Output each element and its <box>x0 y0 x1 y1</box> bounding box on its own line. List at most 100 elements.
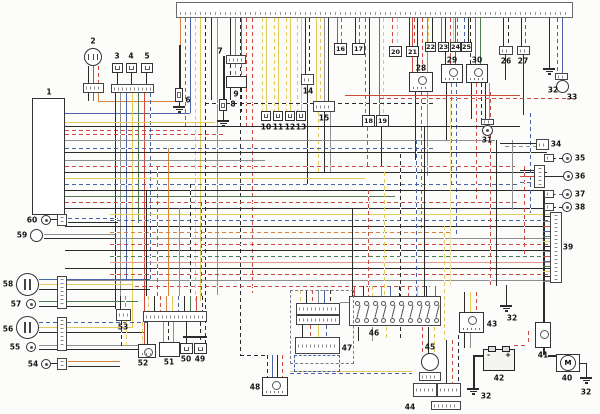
component-number-label: 46 <box>368 328 380 338</box>
wire <box>445 18 446 64</box>
component-19-number: 19 <box>377 117 388 125</box>
wire <box>340 302 349 303</box>
switch-contact <box>97 54 98 60</box>
component-44b <box>437 383 461 397</box>
component-number-label: 48 <box>249 382 261 392</box>
wire <box>172 296 173 311</box>
component-31 <box>482 125 493 136</box>
wire <box>578 363 586 364</box>
wire <box>173 322 174 343</box>
switch-blade <box>418 305 423 318</box>
wire <box>365 18 366 115</box>
switch-pin <box>434 318 440 323</box>
wire <box>146 190 147 296</box>
wire <box>543 251 551 252</box>
wire <box>381 286 382 296</box>
switch-pin <box>390 318 396 323</box>
wire <box>266 18 267 111</box>
component-55 <box>26 342 36 352</box>
wire <box>262 18 263 111</box>
relay-coil <box>473 68 483 77</box>
wire <box>202 296 203 311</box>
wire <box>184 296 185 311</box>
wire <box>300 290 301 303</box>
wire <box>500 143 536 144</box>
wire <box>282 355 283 377</box>
wire <box>146 73 147 84</box>
wire <box>409 18 410 46</box>
component-22: 22 <box>425 42 436 52</box>
switch-pin <box>390 301 396 306</box>
wire <box>290 18 291 111</box>
switch-pin <box>399 318 404 323</box>
component-18: 18 <box>362 115 375 127</box>
wire <box>147 322 148 346</box>
component-49 <box>194 343 207 354</box>
relay-coil <box>468 316 477 325</box>
wire <box>543 256 551 257</box>
component-number-label: 57 <box>10 299 22 309</box>
wire <box>369 18 370 115</box>
wire <box>185 18 186 130</box>
wire <box>51 363 57 364</box>
pin-ticks <box>146 315 204 318</box>
component-27 <box>517 46 530 55</box>
wire <box>481 83 482 119</box>
wire <box>39 279 150 280</box>
contact-glyph <box>288 114 292 118</box>
switch-pin <box>363 318 369 323</box>
filament <box>565 192 569 196</box>
filament <box>565 156 569 160</box>
component-45-connector <box>419 372 441 381</box>
component-20: 20 <box>389 46 402 57</box>
component-number-label: 2 <box>90 36 96 46</box>
wire <box>39 306 115 307</box>
wire <box>457 18 458 42</box>
component-39 <box>550 212 562 283</box>
wire <box>416 140 417 296</box>
wire <box>168 322 169 343</box>
wire <box>117 73 118 84</box>
ground-bar <box>173 106 185 108</box>
wire <box>286 18 287 111</box>
component-number-label: 53 <box>117 322 129 332</box>
wire <box>179 102 180 107</box>
wire <box>65 238 551 239</box>
wire <box>200 322 201 343</box>
wire <box>400 327 401 341</box>
wire <box>352 208 353 296</box>
ground-bar <box>469 390 477 392</box>
wire <box>470 292 471 313</box>
component-60 <box>41 215 51 225</box>
wire <box>381 127 382 166</box>
wire <box>305 18 306 74</box>
wire <box>368 190 369 296</box>
wire <box>110 274 551 275</box>
component-15 <box>313 101 335 112</box>
wire <box>186 322 187 343</box>
component-12 <box>285 111 295 121</box>
switch-pin <box>372 301 378 306</box>
wire <box>179 208 180 296</box>
wire <box>384 172 385 296</box>
wire <box>397 18 398 46</box>
component-31-connector <box>481 119 494 125</box>
pin-ticks <box>538 168 541 185</box>
wire <box>150 93 151 280</box>
switch-pin <box>372 318 378 323</box>
wire <box>318 290 319 303</box>
switch-blade <box>400 305 405 318</box>
component-number-label: 52 <box>137 358 149 368</box>
wire <box>324 18 325 101</box>
wire <box>444 226 445 340</box>
relay-coil <box>539 330 549 340</box>
wire <box>345 95 520 96</box>
component-number-label: 4 <box>128 51 134 61</box>
wire <box>530 113 531 213</box>
wire <box>65 166 515 167</box>
component-42: -+ <box>483 346 515 371</box>
component-number-label: 50 <box>180 354 192 364</box>
pin-ticks <box>558 75 565 78</box>
wire <box>65 226 551 227</box>
wire <box>408 286 409 296</box>
